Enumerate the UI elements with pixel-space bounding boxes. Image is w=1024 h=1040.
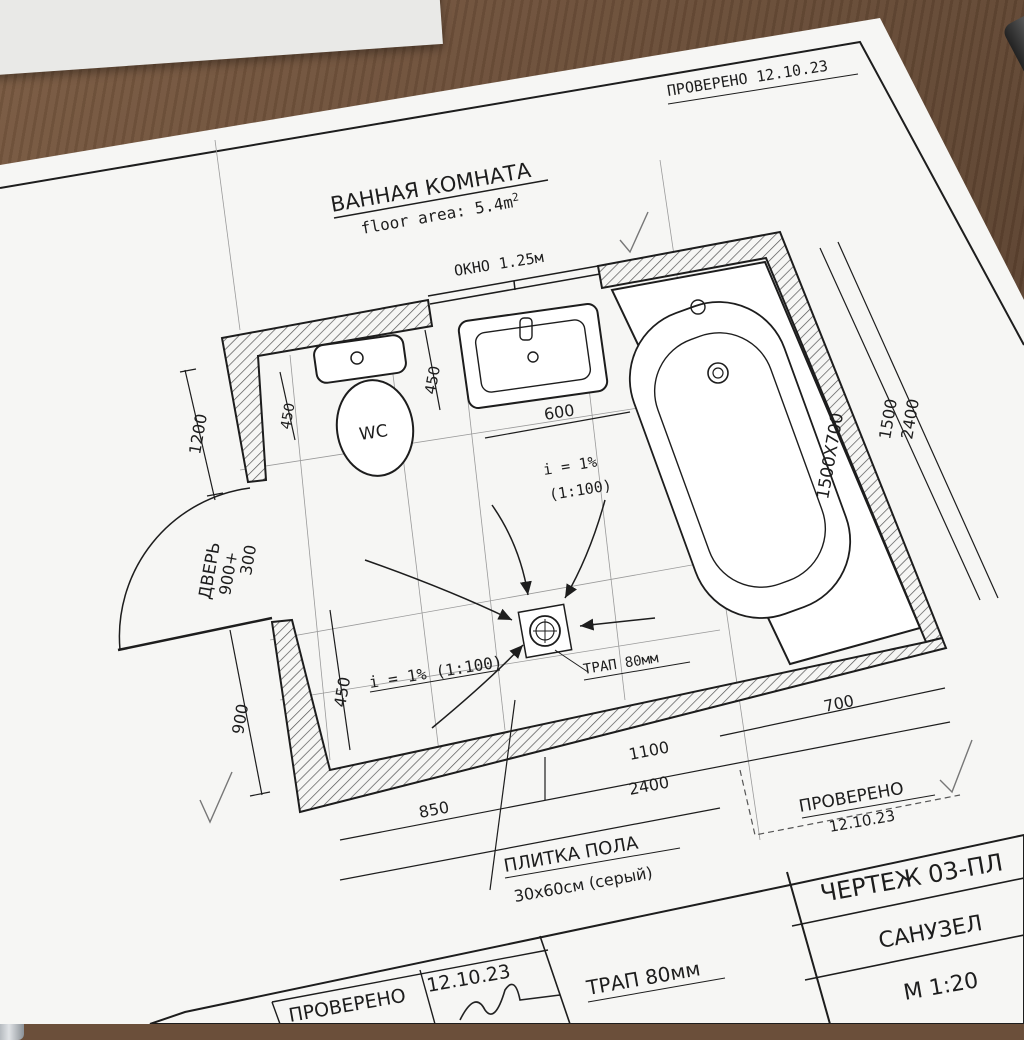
door: ДВЕРЬ 900+ 300 [117,487,273,652]
sink [457,302,609,410]
slope-arrows [364,499,656,729]
wall-bottom [270,618,948,814]
wall-top-left [220,298,434,484]
signature [459,983,561,1021]
bathtub: 1500Х700 [610,260,922,666]
wc-label: WC [358,421,389,445]
dim-450-sink: 450 [421,364,444,395]
sheet-border [0,40,1024,346]
dimension-lines [179,241,999,891]
floor-drain: ТРАП 80мм [517,603,691,681]
walls [220,230,948,814]
title-block: ЧЕРТЕЖ 03-ПЛ САНУЗЕЛ М 1:20 ТРАП 80мм ПР… [149,833,1024,1024]
wc-toilet: WC [313,334,415,477]
dim-450-wc: 450 [278,402,298,431]
dim-600: 600 [543,400,576,424]
